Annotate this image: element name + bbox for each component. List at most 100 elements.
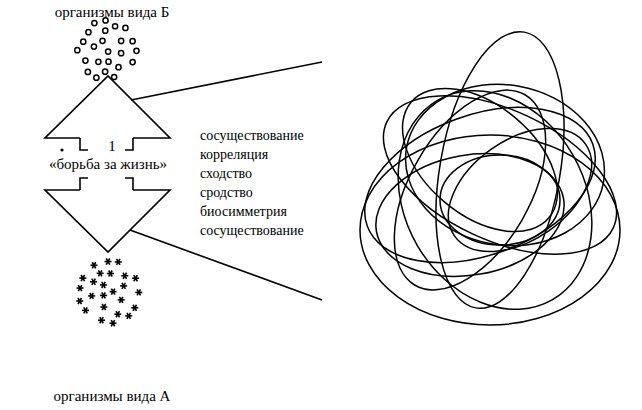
outline-stroke: [131, 62, 322, 100]
list-item: биосимметрия: [200, 204, 287, 220]
organism-circle: [94, 75, 99, 80]
star-ray: [109, 270, 113, 276]
star-ray: [127, 313, 131, 319]
star-ray: [92, 279, 96, 285]
outline-stroke: [80, 178, 88, 190]
star-ray: [92, 262, 96, 268]
organism-circle: [83, 58, 88, 63]
organism-star: [131, 305, 138, 311]
star-ray: [98, 270, 102, 276]
organism-circle: [75, 48, 80, 53]
outline-stroke: [125, 138, 133, 150]
organisms-a: [76, 258, 142, 326]
organism-circle: [91, 44, 96, 49]
organism-star: [100, 304, 107, 310]
star-ray: [116, 259, 120, 265]
star-ray: [102, 282, 106, 288]
star-ray: [127, 313, 131, 319]
ellipse-outline: [426, 103, 614, 277]
star-ray: [102, 292, 106, 298]
organisms-b: [75, 18, 139, 80]
organism-circle: [130, 39, 135, 44]
star-ray: [78, 285, 82, 291]
star-ray: [116, 311, 120, 317]
organism-star: [97, 270, 104, 276]
list-item: корреляция: [200, 147, 268, 163]
star-ray: [81, 275, 85, 281]
organism-star: [88, 293, 95, 299]
organism-circle: [134, 48, 139, 53]
star-ray: [90, 293, 94, 299]
star-ray: [84, 307, 88, 313]
star-ray: [116, 311, 120, 317]
organism-star: [118, 297, 125, 303]
organism-circle: [119, 51, 124, 56]
organism-circle: [106, 59, 111, 64]
label: 1: [108, 138, 116, 155]
ellipse-outline: [343, 78, 616, 292]
star-ray: [78, 298, 82, 304]
star-ray: [119, 297, 123, 303]
organism-star: [77, 285, 84, 291]
organism-star: [90, 262, 97, 268]
organism-circle: [116, 65, 121, 70]
star-ray: [123, 273, 127, 279]
organism-circle: [112, 74, 117, 79]
star-ray: [123, 273, 127, 279]
ellipse-outline: [417, 22, 584, 319]
star-ray: [122, 283, 126, 289]
ellipse-outline: [359, 63, 641, 286]
star-ray: [111, 320, 115, 326]
outline-stroke: [130, 230, 322, 300]
organism-circle: [85, 69, 90, 74]
organism-circle: [86, 30, 91, 35]
outline-stroke: [125, 178, 133, 190]
organism-star: [110, 289, 117, 295]
star-ray: [134, 275, 138, 281]
organism-star: [100, 292, 107, 298]
star-ray: [134, 275, 138, 281]
ellipse-outline: [360, 135, 620, 325]
label: организмы вида А: [54, 388, 171, 405]
star-ray: [111, 289, 115, 295]
list-item: сродство: [200, 185, 253, 201]
star-ray: [92, 279, 96, 285]
star-ray: [119, 297, 123, 303]
ellipses-figure: [343, 22, 640, 345]
organism-star: [109, 320, 116, 326]
list-item: сходство: [200, 166, 252, 182]
star-ray: [100, 317, 104, 323]
star-ray: [84, 307, 88, 313]
ellipse-outline: [363, 65, 577, 316]
organism-circle: [130, 59, 135, 64]
organism-star: [100, 282, 107, 288]
dot-mark: [60, 148, 63, 151]
ellipse-outline: [360, 55, 631, 344]
star-ray: [106, 258, 110, 264]
outline-stroke: [45, 190, 170, 252]
star-ray: [122, 283, 126, 289]
star-ray: [102, 304, 106, 310]
organism-star: [105, 258, 112, 264]
star-ray: [92, 262, 96, 268]
star-ray: [78, 298, 82, 304]
label: «борьба за жизнь»: [47, 156, 169, 173]
organism-circle: [92, 20, 97, 25]
list-item: сосуществование: [200, 128, 304, 144]
organism-star: [79, 275, 86, 281]
star-ray: [98, 270, 102, 276]
star-ray: [137, 289, 141, 295]
star-ray: [90, 293, 94, 299]
organism-star: [82, 307, 89, 313]
arrow-shapes: [45, 62, 322, 300]
organism-circle: [81, 39, 86, 44]
ellipse-outline: [366, 139, 574, 290]
list-item: сосуществование: [200, 223, 304, 239]
organism-star: [125, 313, 132, 319]
star-ray: [111, 289, 115, 295]
organism-star: [115, 259, 122, 265]
organism-star: [114, 311, 121, 317]
outline-stroke: [80, 138, 88, 150]
star-ray: [102, 292, 106, 298]
organism-circle: [106, 49, 111, 54]
